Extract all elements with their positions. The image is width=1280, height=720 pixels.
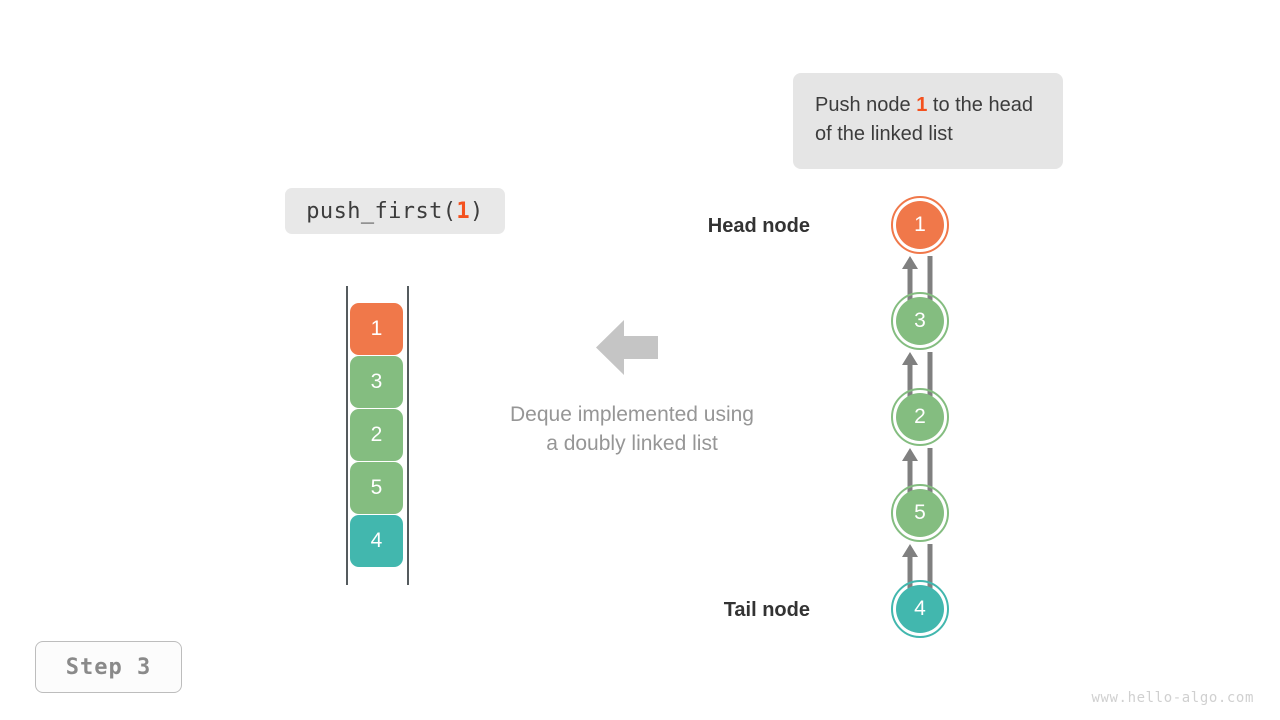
arrow-left-icon: [596, 320, 658, 380]
stack-rail-left: [346, 286, 348, 585]
step-badge: Step 3: [35, 641, 182, 693]
step-badge-label: Step 3: [65, 654, 152, 680]
list-node-value: 1: [914, 213, 926, 236]
stack-item: 4: [350, 515, 403, 567]
link-arrows-bidirectional: [902, 256, 938, 323]
stack-item-value: 4: [370, 529, 383, 552]
caption-line-1: Deque implemented using: [510, 403, 754, 426]
list-node: 1: [891, 196, 949, 254]
list-node-body: 4: [896, 585, 944, 633]
tail-node-label: Tail node: [723, 599, 810, 621]
link-arrows-bidirectional: [902, 448, 938, 515]
link-arrows-bidirectional: [902, 352, 938, 419]
stack-item: 3: [350, 356, 403, 408]
stack-item-value: 5: [370, 476, 383, 499]
list-node-body: 5: [896, 489, 944, 537]
list-node-value: 2: [914, 405, 926, 428]
list-node-body: 2: [896, 393, 944, 441]
list-node: 5: [891, 484, 949, 542]
operation-pill: push_first(1): [285, 188, 505, 234]
list-node-value: 3: [914, 309, 926, 332]
link-arrows-bidirectional: [902, 544, 938, 611]
callout-bubble: Push node 1 to the head of the linked li…: [793, 73, 1063, 169]
stack-item-value: 1: [370, 317, 383, 340]
list-node-body: 1: [896, 201, 944, 249]
watermark: www.hello-algo.com: [1091, 690, 1254, 706]
stack-item-value: 2: [370, 423, 383, 446]
diagram-caption: Deque implemented using a doubly linked …: [452, 400, 812, 458]
stack-item: 2: [350, 409, 403, 461]
list-node-value: 5: [914, 501, 926, 524]
list-node-value: 4: [914, 597, 926, 620]
operation-close-paren: ): [470, 198, 484, 224]
list-node: 4: [891, 580, 949, 638]
operation-argument: 1: [456, 198, 471, 224]
stack-item-value: 3: [370, 370, 383, 393]
callout-highlight-value: 1: [916, 94, 928, 116]
list-node: 3: [891, 292, 949, 350]
callout-text-after: to the head of the linked list: [815, 94, 1033, 145]
head-node-label: Head node: [707, 215, 810, 237]
stack-item: 1: [350, 303, 403, 355]
stack-rail-right: [407, 286, 409, 585]
list-node-body: 3: [896, 297, 944, 345]
callout-text-before: Push node: [815, 94, 917, 116]
operation-name: push_first(: [306, 198, 457, 224]
stack-item: 5: [350, 462, 403, 514]
caption-line-2: a doubly linked list: [546, 432, 718, 455]
list-node: 2: [891, 388, 949, 446]
